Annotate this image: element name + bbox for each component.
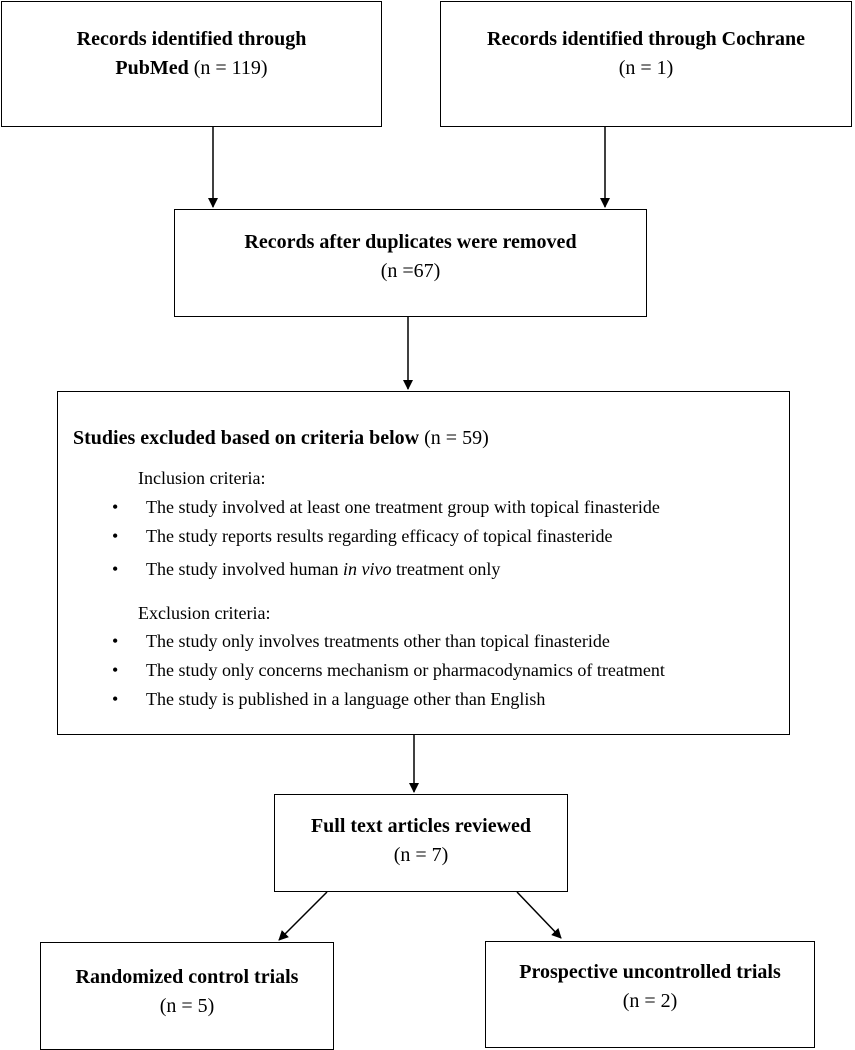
inclusion-item: The study involved human in vivo treatme… (110, 551, 660, 587)
randomized-control-trials-box: Randomized control trials (n = 5) (40, 942, 334, 1050)
excluded-title-bold: Studies excluded based on criteria below (73, 427, 420, 449)
pubmed-box-line1: Records identified through (76, 28, 307, 50)
inclusion-item: The study involved at least one treatmen… (110, 493, 660, 522)
studies-excluded-box: Studies excluded based on criteria below… (57, 391, 790, 735)
exclusion-item: The study only involves treatments other… (110, 627, 665, 656)
pubmed-count: (n = 119) (188, 57, 268, 79)
inclusion-item-pre: The study involved human (146, 559, 343, 579)
arrow-fulltext-to-prospective (516, 891, 562, 939)
prospective-box-line1: Prospective uncontrolled trials (519, 961, 781, 983)
prospective-uncontrolled-trials-box: Prospective uncontrolled trials (n = 2) (485, 941, 815, 1048)
exclusion-item: The study is published in a language oth… (110, 685, 665, 714)
exclusion-criteria-label: Exclusion criteria: (138, 603, 271, 623)
fulltext-count: (n = 7) (393, 844, 449, 866)
inclusion-item-italic: in vivo (342, 559, 392, 579)
cochrane-count: (n = 1) (618, 57, 674, 79)
prospective-count: (n = 2) (622, 990, 678, 1012)
cochrane-records-box: Records identified through Cochrane (n =… (440, 1, 852, 127)
rct-count: (n = 5) (159, 995, 215, 1017)
exclusion-item: The study only concerns mechanism or pha… (110, 656, 665, 685)
cochrane-box-line1: Records identified through Cochrane (487, 28, 805, 50)
excluded-title: Studies excluded based on criteria below… (73, 424, 489, 453)
duplicates-box-line1: Records after duplicates were removed (244, 231, 577, 253)
inclusion-item-post: treatment only (391, 559, 501, 579)
arrow-fulltext-to-rct (278, 891, 328, 941)
fulltext-box-line1: Full text articles reviewed (310, 815, 532, 837)
full-text-reviewed-box: Full text articles reviewed (n = 7) (274, 794, 568, 892)
pubmed-label: PubMed (115, 57, 189, 79)
pubmed-records-box: Records identified through PubMed (n = 1… (1, 1, 382, 127)
inclusion-criteria-label: Inclusion criteria: (138, 468, 266, 488)
inclusion-item: The study reports results regarding effi… (110, 522, 660, 551)
exclusion-criteria-list: The study only involves treatments other… (110, 627, 665, 714)
rct-box-line1: Randomized control trials (75, 966, 299, 988)
excluded-count: (n = 59) (419, 427, 489, 449)
inclusion-criteria-list: The study involved at least one treatmen… (110, 493, 660, 587)
duplicates-count: (n =67) (380, 260, 441, 282)
duplicates-removed-box: Records after duplicates were removed (n… (174, 209, 647, 317)
pubmed-box-line2: PubMed (n = 119) (2, 54, 381, 83)
